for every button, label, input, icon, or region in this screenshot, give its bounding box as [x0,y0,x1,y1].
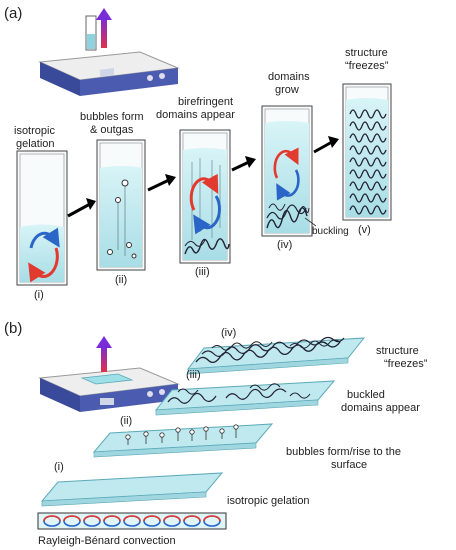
layer-iii-roman: (iii) [186,369,201,381]
stage-v-caption-line2: “freezes” [345,60,389,72]
stage-iv-caption-line1: domains [268,71,310,83]
layer-iii-caption-line1: buckled [347,389,385,401]
stage-iii-roman: (iii) [195,266,210,278]
stage-iv-cell [261,105,313,237]
layer-iv-caption-line2: “freezes” [384,358,428,370]
stage-iv-roman: (iv) [277,239,292,251]
stage-iii-cell [179,129,231,264]
layer-i-slab [40,472,224,507]
panel-a-label: (a) [4,5,22,22]
stage-v-roman: (v) [358,224,371,236]
progress-arrow-3 [231,160,250,172]
layer-ii-roman: (ii) [120,415,132,427]
progress-arrowhead-2 [165,174,176,186]
buckling-pointer [304,217,317,227]
progress-arrow-1 [67,202,91,218]
progress-arrowhead-4 [328,136,339,148]
layer-iv-slab [186,336,366,375]
layer-i-roman: (i) [54,461,64,473]
stage-iii-caption-line1: birefringent [178,96,233,108]
stage-v-caption-line1: structure [345,47,388,59]
convection-label: Rayleigh-Bénard convection [38,535,176,547]
buckling-label: buckling [312,226,349,237]
layer-iii-slab [154,380,336,416]
layer-ii-caption-line1: bubbles form/rise to the [286,446,401,458]
layer-ii-caption-line2: surface [331,459,367,471]
stage-iv-caption-line2: grow [275,84,299,96]
progress-arrowhead-3 [245,156,256,168]
progress-arrow-2 [147,178,170,192]
layer-ii-slab [92,423,274,458]
hot-plate-b-icon [38,367,180,412]
stage-ii-caption-line2: & outgas [90,124,134,136]
layer-i-caption: isotropic gelation [227,495,310,507]
layer-iv-caption-line1: structure [376,345,419,357]
stage-iii-caption-line2: domains appear [156,109,235,121]
layer-iii-caption-line2: domains appear [341,402,420,414]
progress-arrow-4 [313,140,333,154]
stage-ii-cell [96,139,146,271]
panel-b-label: (b) [4,320,22,337]
convection-strip [37,512,227,530]
stage-i-cell [16,150,68,286]
stage-v-cell [342,83,392,221]
bubbles-group [125,424,239,445]
stage-i-caption-line2: gelation [16,138,55,150]
layer-iv-roman: (iv) [221,327,236,339]
stage-ii-caption-line1: bubbles form [80,111,144,123]
hot-plate-icon [38,51,180,96]
stage-ii-roman: (ii) [115,274,127,286]
convection-cells [43,515,221,527]
progress-arrowhead-1 [86,198,96,210]
heat-up-arrow-icon [96,8,112,48]
heat-up-arrow-b-icon [96,336,112,372]
stage-i-caption-line1: isotropic [14,125,55,137]
stage-i-roman: (i) [34,289,44,301]
heated-vial-icon [85,15,97,51]
